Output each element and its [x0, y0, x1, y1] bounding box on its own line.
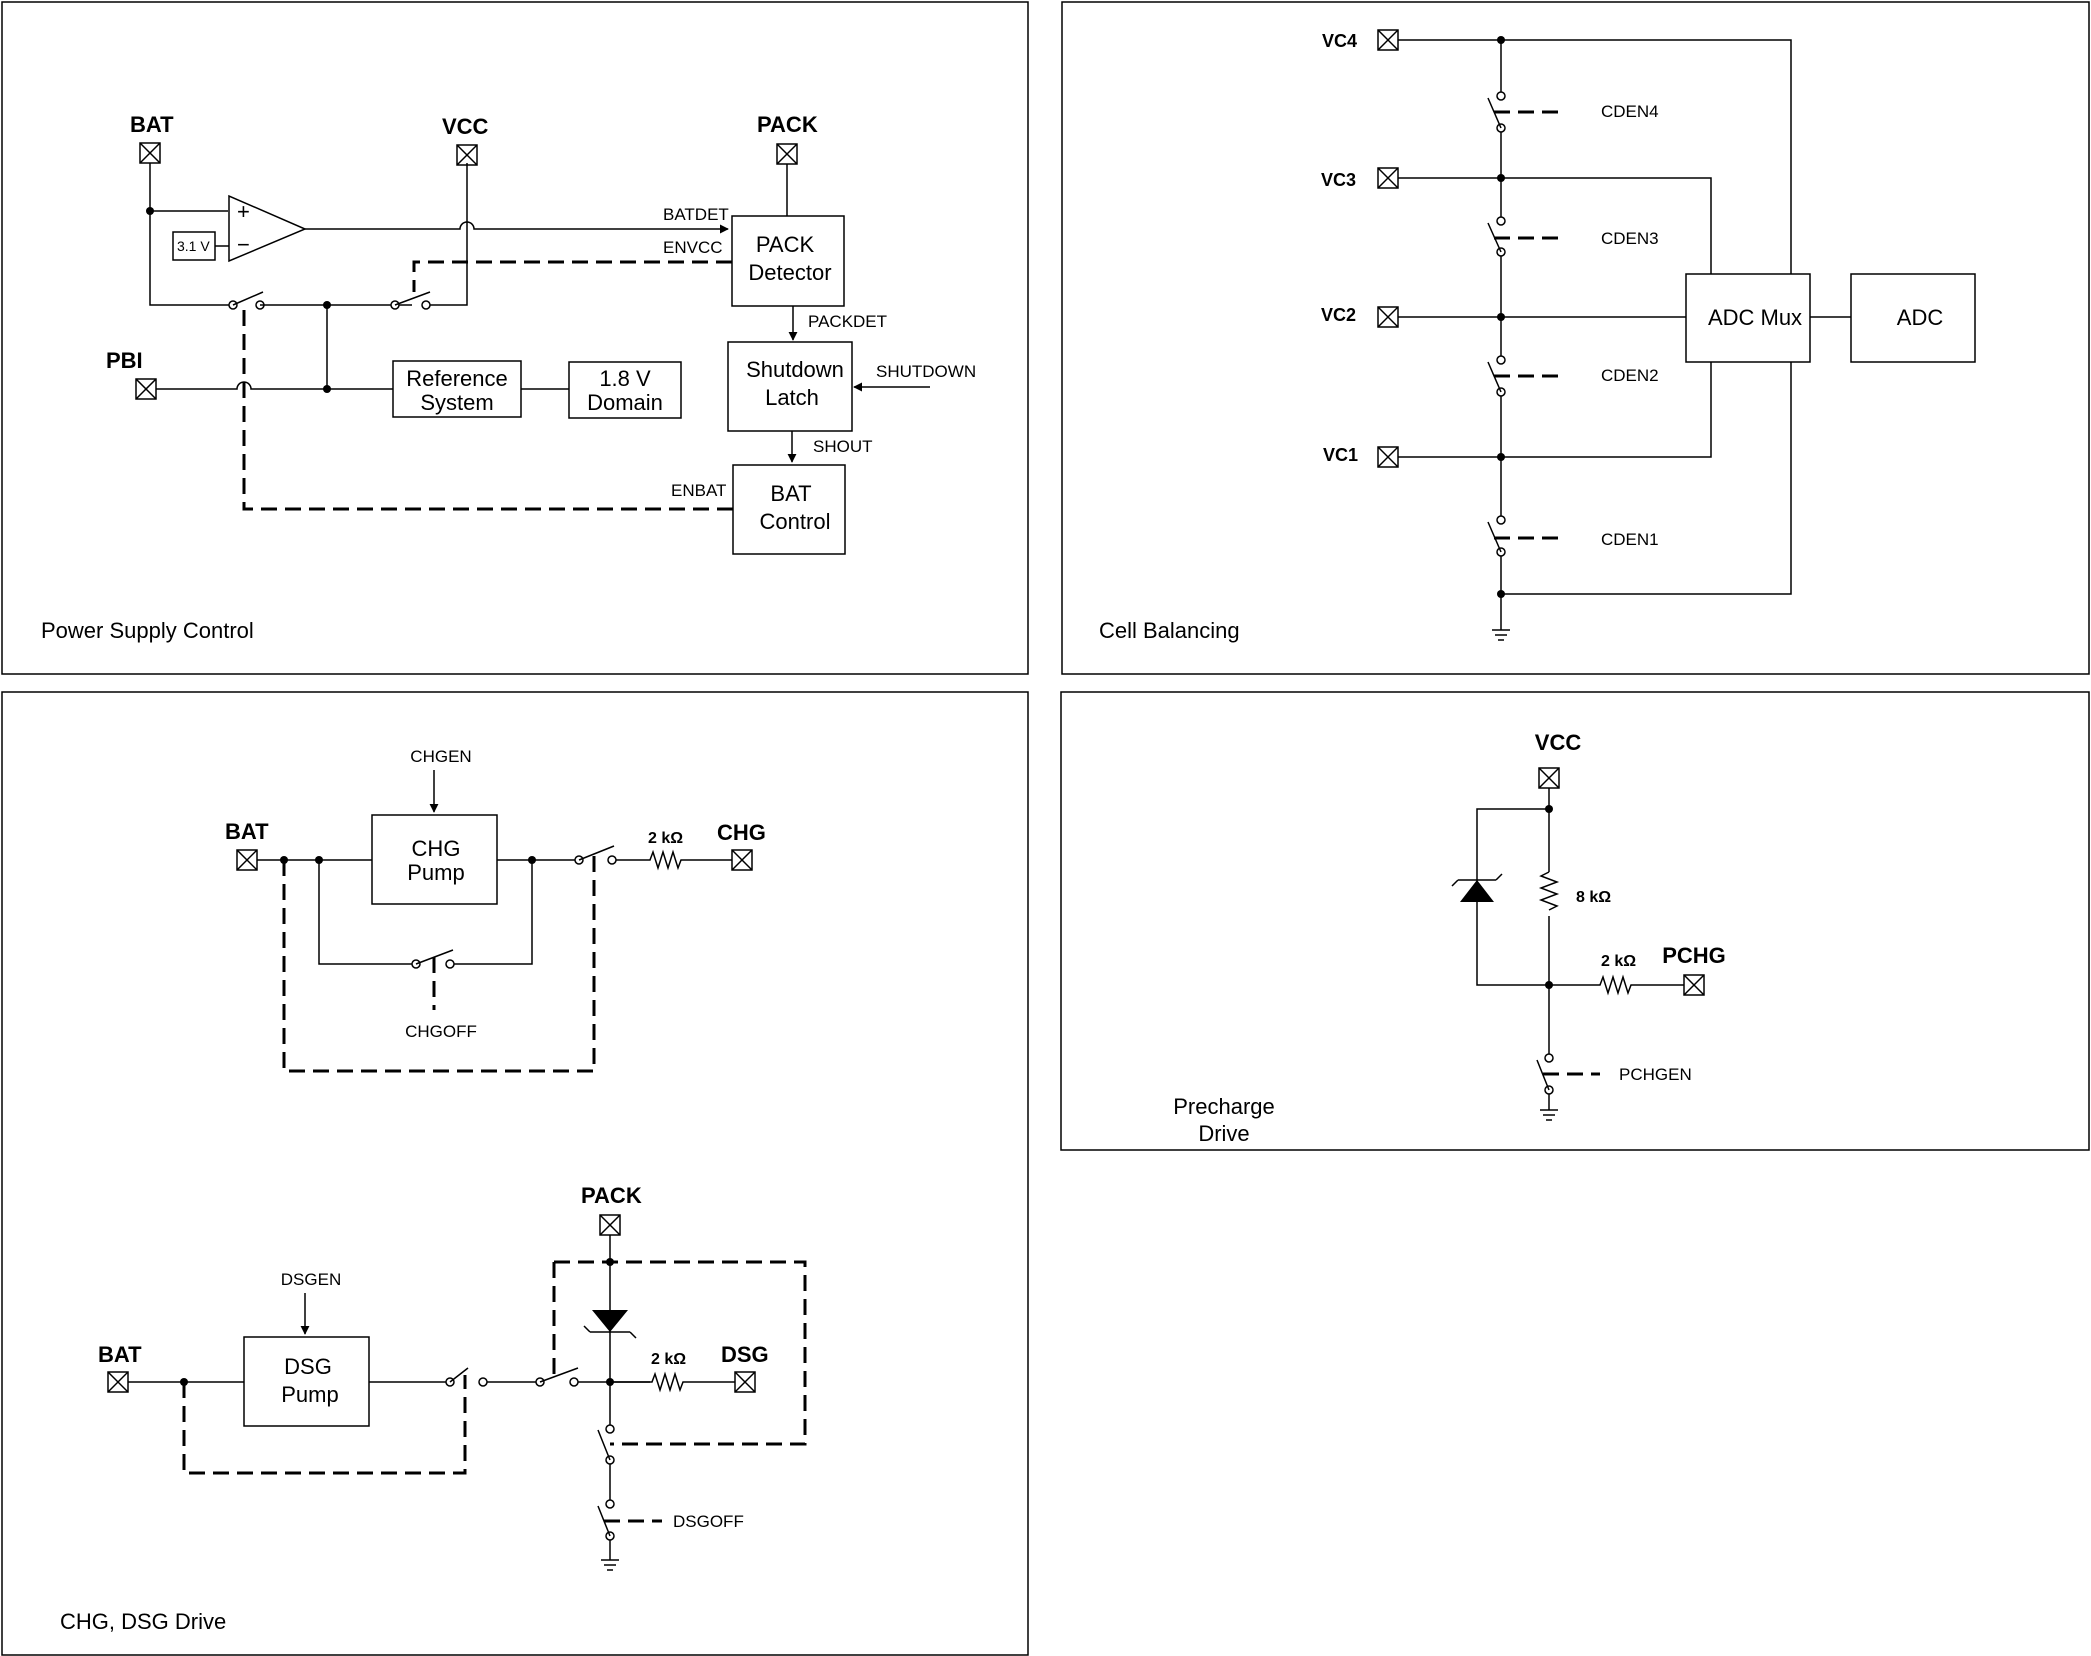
signal-chgen: CHGEN: [410, 747, 471, 766]
dashed-region-dsg: [552, 1260, 807, 1446]
pin-label-vcc: VCC: [442, 114, 489, 139]
wire-dsg-enable-loop: [182, 1375, 467, 1475]
panel-precharge-drive: Precharge Drive VCC 8 kΩ 2 kΩ PCHG PCHGE…: [1060, 691, 2090, 1151]
svg-text:1.8 V: 1.8 V: [599, 366, 651, 391]
zener-diode-icon: [1460, 880, 1494, 902]
pin-vc2: [1377, 306, 1399, 328]
svg-text:Detector: Detector: [748, 260, 831, 285]
block-adc: [1850, 273, 1976, 363]
pin-label-dsg-bat: BAT: [98, 1342, 142, 1367]
svg-text:8 kΩ: 8 kΩ: [1576, 889, 1611, 906]
signal-dsgoff: DSGOFF: [673, 1512, 744, 1531]
svg-text:DSG: DSG: [284, 1354, 332, 1379]
caption-precharge-line1: Precharge: [1173, 1094, 1275, 1119]
pin-vc3: [1377, 167, 1399, 189]
svg-text:ADC: ADC: [1897, 305, 1944, 330]
signal-batdet: BATDET: [663, 205, 729, 224]
pin-vcc: [456, 144, 478, 166]
signal-cden4: CDEN4: [1601, 102, 1659, 121]
wire-envcc: [412, 260, 732, 292]
svg-text:2 kΩ: 2 kΩ: [1601, 953, 1636, 970]
svg-text:Domain: Domain: [587, 390, 663, 415]
caption-chg-dsg-drive: CHG, DSG Drive: [60, 1609, 226, 1634]
signal-cden2: CDEN2: [1601, 366, 1659, 385]
pin-label-pchg: PCHG: [1662, 943, 1726, 968]
pin-dsg-pack: [599, 1214, 621, 1236]
svg-text:System: System: [420, 390, 493, 415]
resistor-dsg: [610, 1371, 735, 1393]
signal-cden3: CDEN3: [1601, 229, 1659, 248]
svg-text:3.1 V: 3.1 V: [177, 238, 210, 254]
caption-power-supply-control: Power Supply Control: [41, 618, 254, 643]
pin-precharge-vcc: [1538, 767, 1560, 789]
panel-power-supply-control: Power Supply Control BAT VCC PACK PBI + …: [1, 1, 1029, 675]
pin-label-dsg: DSG: [721, 1342, 769, 1367]
pin-label-vc2: VC2: [1321, 305, 1356, 325]
comparator: [228, 194, 307, 263]
svg-text:Pump: Pump: [281, 1382, 338, 1407]
block-adc-mux: [1685, 273, 1811, 363]
zener-diode-icon: [592, 1310, 628, 1332]
pin-label-pack: PACK: [757, 112, 818, 137]
pin-label-pbi: PBI: [106, 348, 143, 373]
pin-dsg: [734, 1371, 756, 1393]
pin-label-dsg-pack: PACK: [581, 1183, 642, 1208]
signal-dsgen: DSGEN: [281, 1270, 341, 1289]
svg-text:Shutdown: Shutdown: [746, 357, 844, 382]
wire-chg-enable-loop: [282, 853, 596, 1073]
svg-text:2 kΩ: 2 kΩ: [651, 1351, 686, 1368]
pin-label-bat: BAT: [130, 112, 174, 137]
block-pack-detector: [731, 215, 845, 307]
pin-label-chg-bat: BAT: [225, 819, 269, 844]
svg-text:Control: Control: [760, 509, 831, 534]
block-dsg-pump: [243, 1336, 370, 1427]
pin-pchg: [1683, 974, 1705, 996]
svg-text:CHG: CHG: [412, 836, 461, 861]
resistor-2k-precharge: [1549, 974, 1684, 996]
signal-shout: SHOUT: [813, 437, 873, 456]
pin-label-vc1: VC1: [1323, 445, 1358, 465]
reference-voltage-source: [172, 231, 216, 261]
pin-chg-bat: [236, 849, 258, 871]
pin-label-vc4: VC4: [1322, 31, 1357, 51]
svg-text:Reference: Reference: [406, 366, 508, 391]
pin-vc1: [1377, 446, 1399, 468]
svg-text:Pump: Pump: [407, 860, 464, 885]
svg-text:2 kΩ: 2 kΩ: [648, 830, 683, 847]
caption-precharge-line2: Drive: [1198, 1121, 1249, 1146]
block-bat-control: [732, 464, 846, 555]
pin-bat: [139, 142, 161, 164]
panel-chg-dsg-drive: CHG, DSG Drive CHGEN CHG Pump BAT CHGOFF…: [1, 691, 1029, 1656]
caption-cell-balancing: Cell Balancing: [1099, 618, 1240, 643]
signal-cden1: CDEN1: [1601, 530, 1659, 549]
svg-text:+: +: [237, 199, 250, 224]
pin-vc4: [1377, 29, 1399, 51]
pin-pbi: [135, 378, 157, 400]
svg-text:BAT: BAT: [770, 481, 811, 506]
signal-shutdown: SHUTDOWN: [876, 362, 976, 381]
signal-enbat: ENBAT: [671, 481, 726, 500]
pin-chg: [731, 849, 753, 871]
signal-pchgen: PCHGEN: [1619, 1065, 1692, 1084]
pin-label-chg: CHG: [717, 820, 766, 845]
block-shutdown-latch: [727, 341, 853, 432]
resistor-chg: [616, 849, 732, 871]
svg-text:PACK: PACK: [756, 232, 815, 257]
signal-packdet: PACKDET: [808, 312, 887, 331]
pin-pack: [776, 143, 798, 165]
block-1-8v-domain: [568, 361, 682, 419]
svg-text:−: −: [237, 232, 250, 257]
panel-cell-balancing: Cell Balancing VC4 VC3 VC2 VC1 CDEN4 CDE…: [1061, 1, 2090, 675]
svg-text:Latch: Latch: [765, 385, 819, 410]
pin-label-precharge-vcc: VCC: [1535, 730, 1582, 755]
resistor-8k: [1538, 871, 1560, 911]
pin-dsg-bat: [107, 1371, 129, 1393]
wire-enbat: [242, 305, 733, 511]
pin-label-vc3: VC3: [1321, 170, 1356, 190]
signal-chgoff: CHGOFF: [405, 1022, 477, 1041]
svg-text:ADC Mux: ADC Mux: [1708, 305, 1802, 330]
signal-envcc: ENVCC: [663, 238, 723, 257]
